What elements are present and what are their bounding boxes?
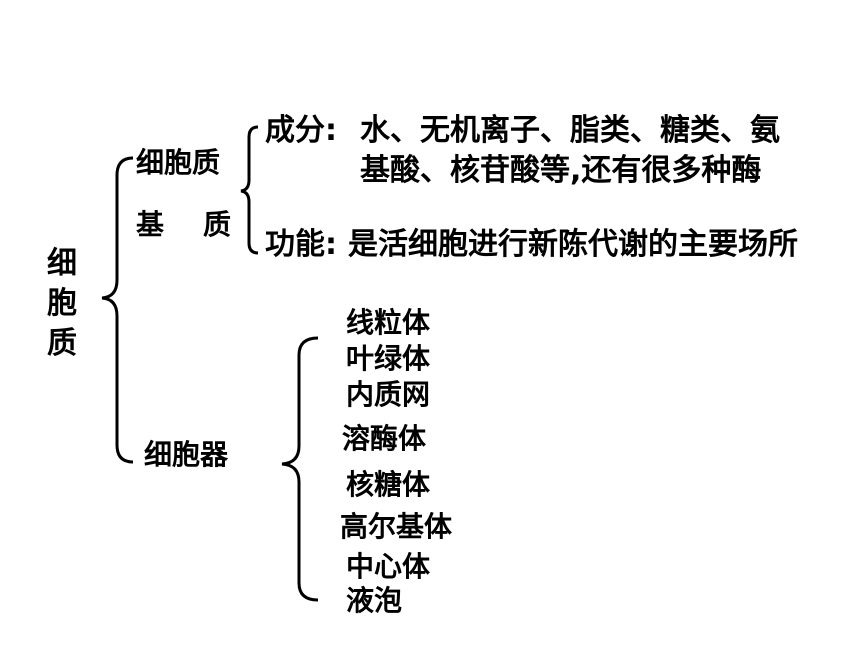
organelle-label: 细胞器 (144, 438, 229, 471)
organelle-item: 内质网 (346, 378, 431, 411)
function-text: 是活细胞进行新陈代谢的主要场所 (348, 227, 798, 262)
composition-line2: 基酸、核苷酸等,还有很多种酶 (360, 153, 762, 188)
composition-line1: 水、无机离子、脂类、糖类、氨 (360, 113, 780, 148)
matrix-brace (240, 125, 259, 255)
organelle-item: 液泡 (346, 584, 403, 617)
matrix-label-line2: 基 质 (136, 208, 231, 241)
organelle-item: 叶绿体 (346, 342, 431, 375)
organelle-item: 核糖体 (346, 468, 431, 501)
root-char: 细 (47, 246, 77, 281)
organelle-item: 溶酶体 (342, 422, 427, 455)
matrix-label-line1: 细胞质 (136, 146, 221, 179)
function-label: 功能: (265, 227, 337, 262)
root-brace (101, 156, 134, 464)
organelle-brace (281, 336, 319, 602)
root-label: 细 胞 质 (46, 244, 78, 364)
composition-label: 成分: (265, 113, 337, 148)
root-char: 质 (47, 326, 77, 361)
organelle-item: 中心体 (346, 550, 431, 583)
root-char: 胞 (47, 286, 77, 321)
organelle-item: 高尔基体 (340, 510, 453, 543)
organelle-item: 线粒体 (346, 306, 431, 339)
